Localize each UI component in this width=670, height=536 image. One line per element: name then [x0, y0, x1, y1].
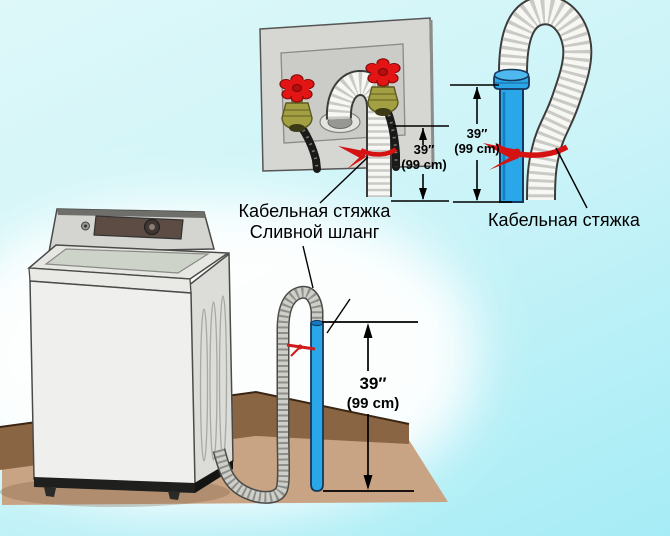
dimension-wall-inches: 39″	[413, 142, 435, 157]
display-panel	[93, 215, 184, 240]
dimension-detail: 39″ (99 cm)	[446, 126, 508, 156]
dimension-main-inches: 39″	[359, 374, 387, 393]
dimension-wall-cm: (99 cm)	[401, 156, 447, 172]
standpipe-illustration	[310, 319, 324, 492]
cable-tie-wall-icon	[338, 146, 398, 169]
wall-faucet-panel-illustration	[259, 17, 435, 197]
side-ridge	[209, 301, 218, 461]
dimension-main-cm: (99 cm)	[346, 395, 400, 412]
leader-line	[555, 147, 588, 209]
dimension-detail-inches: 39″	[466, 126, 488, 141]
leader-line	[326, 298, 351, 334]
dimension-detail-cm: (99 cm)	[454, 140, 500, 156]
dimension-wall: 39″ (99 cm)	[393, 142, 455, 172]
cable-tie-detail-icon	[483, 143, 569, 170]
foot	[44, 487, 56, 497]
leader-line	[302, 245, 314, 289]
lid	[44, 248, 210, 274]
washing-machine-illustration	[27, 208, 234, 500]
dimension-detail-lines	[450, 84, 512, 203]
leader-line	[319, 156, 369, 204]
foot	[168, 491, 180, 500]
label-drain-hose: Сливной шланг	[249, 222, 380, 242]
standpipe-detail-illustration	[483, 0, 593, 209]
dimension-main: 39″ (99 cm)	[337, 374, 409, 414]
drain-hose-illustration	[212, 285, 324, 504]
cable-tie-main-icon	[286, 343, 316, 357]
center-labels: Кабельная стяжка Сливной шланг	[222, 201, 407, 243]
side-ridge	[199, 308, 209, 462]
dimension-wall-lines	[391, 125, 449, 202]
dimension-main-lines	[322, 321, 418, 492]
label-cable-tie-right: Кабельная стяжка	[488, 210, 640, 230]
label-cable-tie-center: Кабельная стяжка	[238, 201, 391, 221]
control-panel	[48, 208, 215, 253]
